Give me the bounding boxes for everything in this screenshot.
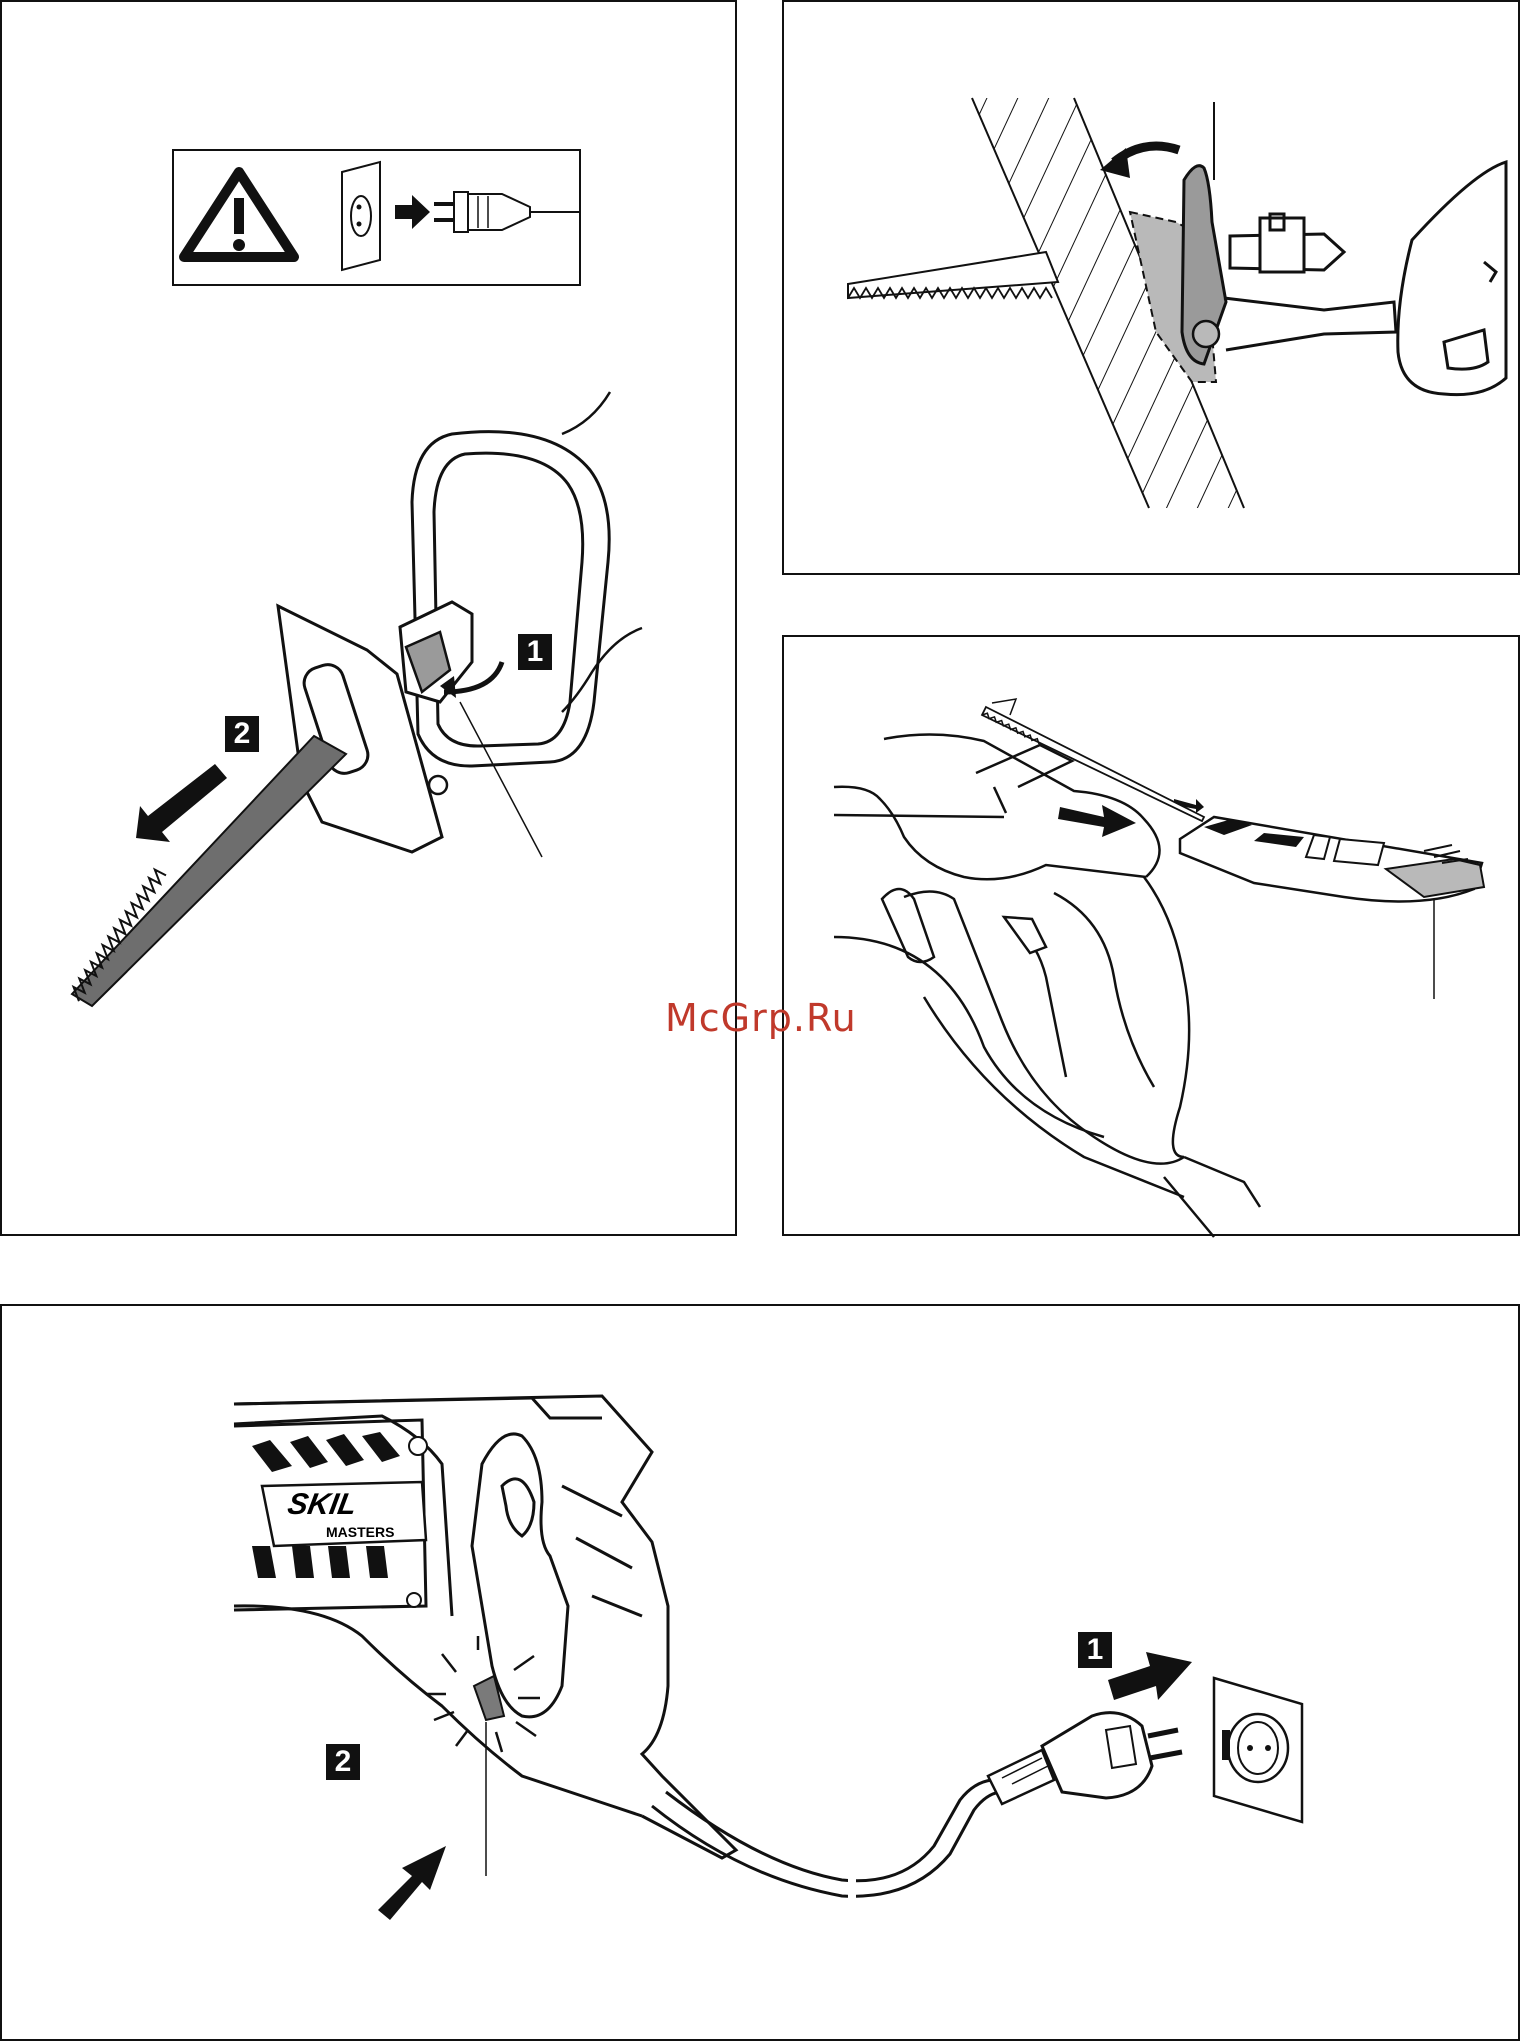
step-badge-1: 1 — [518, 634, 552, 670]
figure-blade-storage — [782, 635, 1520, 1236]
step-badge-2: 2 — [225, 716, 259, 752]
slide-out-arrow — [1058, 799, 1204, 837]
wall-socket-icon — [1214, 1678, 1302, 1822]
plunge-cut-illustration — [784, 2, 1520, 577]
blade-release-illustration — [2, 2, 739, 1238]
blade-storage-slot — [976, 745, 1072, 813]
saw-shoe-guard — [412, 432, 609, 766]
plug-in-arrow — [1108, 1652, 1192, 1700]
saw-front-body — [1224, 162, 1506, 395]
wall-socket-icon — [342, 162, 380, 270]
power-cord — [652, 1780, 1000, 1906]
figure-plunge-cut — [782, 0, 1520, 575]
unplug-warning-box — [173, 150, 580, 285]
saw-blade-in-wall — [848, 252, 1058, 298]
step-badge-2: 2 — [326, 1744, 360, 1780]
brand-logo: SKIL — [285, 1488, 359, 1522]
rotate-arrow — [1100, 146, 1179, 178]
blade-storage-tray — [1180, 817, 1484, 999]
saw-blade — [50, 736, 346, 1006]
blade-storage-illustration — [784, 637, 1520, 1238]
figure-blade-release: 1 2 — [0, 0, 737, 1236]
plug-icon — [988, 1713, 1182, 1804]
step-badge-1: 1 — [1078, 1632, 1112, 1668]
plug-in-switch-illustration — [2, 1306, 1520, 2043]
spare-blade — [982, 699, 1204, 821]
press-switch-arrow — [378, 1846, 446, 1920]
watermark: McGrp.Ru — [665, 996, 857, 1040]
pull-out-arrow — [136, 764, 227, 842]
figure-plug-in-and-switch: 1 2 SKIL MASTERS — [0, 1304, 1520, 2041]
brand-series-label: MASTERS — [326, 1524, 394, 1540]
